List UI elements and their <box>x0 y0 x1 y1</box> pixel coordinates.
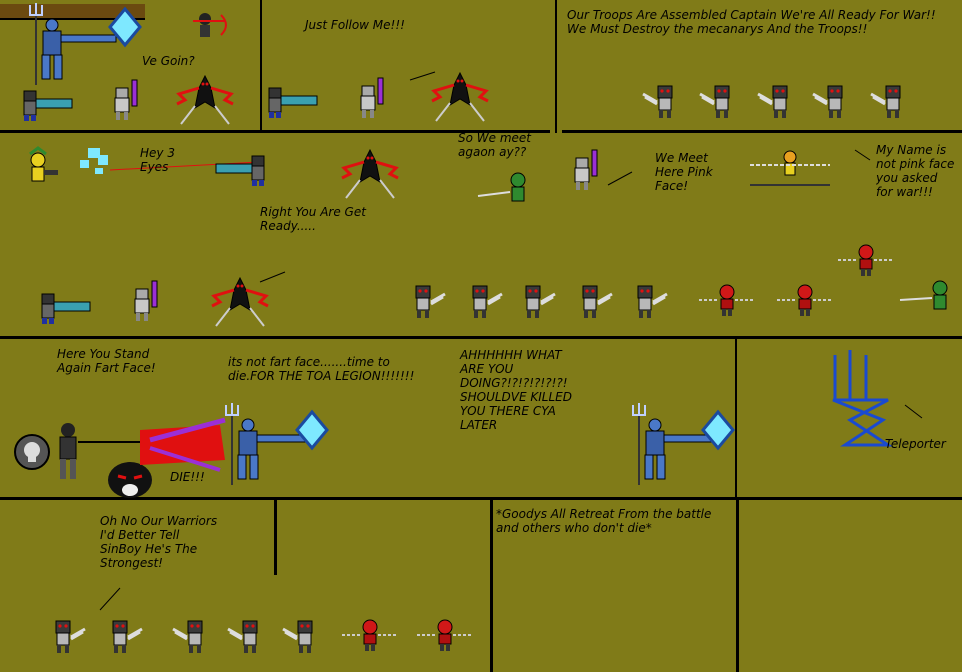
divider-row-1-right <box>562 130 962 133</box>
robot-figure <box>114 79 138 121</box>
teleporter-icon <box>832 350 923 447</box>
divider-vertical-2 <box>555 0 557 133</box>
divider-vertical-3 <box>735 339 737 497</box>
caption-ahhh: AHHHHHH WHAT ARE YOU DOING?!?!?!?!?!?! S… <box>460 348 573 432</box>
caption-right-you-are: Right You Are Get Ready..... <box>260 205 366 233</box>
troop-row-battle <box>414 284 669 320</box>
robot-figure-2 <box>360 77 384 119</box>
energy-orb-icon-3 <box>701 410 735 450</box>
caption-not-fart-face: its not fart face.......time to die.FOR … <box>228 355 415 383</box>
laser-blast <box>140 417 226 472</box>
divider-vertical-6 <box>736 500 739 672</box>
caption-teleporter: Teleporter <box>885 437 946 451</box>
divider-row-3 <box>0 497 962 500</box>
energy-orb-icon-2 <box>295 410 329 450</box>
green-swordsman-figure <box>477 172 526 202</box>
caption-just-follow: Just Follow Me!!! <box>305 18 405 32</box>
gunner-figure-2 <box>268 87 318 119</box>
dark-face-icon <box>108 462 152 498</box>
caption-goodys-retreat: *Goodys All Retreat From the battle and … <box>496 507 712 535</box>
caption-hey-3-eyes: Hey 3 Eyes <box>140 146 175 174</box>
caption-here-you-stand: Here You Stand Again Fart Face! <box>57 347 156 375</box>
archer-figure <box>193 13 227 37</box>
caption-we-going: Ve Goin? <box>142 54 195 68</box>
red-bot-figure <box>698 284 756 317</box>
toa-hero-figure <box>29 2 117 86</box>
energy-blast <box>80 148 261 174</box>
yellow-lancer-figure <box>750 150 830 186</box>
divider-vertical-5 <box>490 500 493 672</box>
caption-oh-no: Oh No Our Warriors I'd Better Tell SinBo… <box>100 514 218 570</box>
troop-row-top <box>641 84 902 120</box>
caption-die: DIE!!! <box>170 470 205 484</box>
retreat-row <box>54 619 474 655</box>
red-bot-figure-3 <box>837 244 895 277</box>
skull-shield-icon <box>14 434 50 470</box>
gunner-figure-3 <box>41 293 91 325</box>
divider-vertical-1 <box>260 0 262 130</box>
caption-my-name: My Name is not pink face you asked for w… <box>876 143 955 199</box>
gunner-figure <box>23 90 73 122</box>
dark-warrior-figure-3 <box>340 148 400 200</box>
robot-figure-3 <box>574 149 598 191</box>
toa-hero-figure-3 <box>632 402 720 486</box>
caption-so-we-meet: So We meet agaon ay?? <box>458 131 531 159</box>
green-swordsman-figure-2 <box>899 280 948 310</box>
divider-vertical-4 <box>274 500 277 575</box>
dark-warrior-figure-4 <box>210 276 270 328</box>
robot-figure-4 <box>134 280 158 322</box>
dark-warrior-figure-2 <box>430 71 490 123</box>
divider-row-1 <box>0 130 550 133</box>
yellow-gunner-figure <box>29 146 58 182</box>
gunner-facing-left <box>215 155 265 187</box>
caption-we-meet-pink: We Meet Here Pink Face! <box>655 151 713 193</box>
dark-warrior-figure <box>175 74 235 126</box>
toa-hero-figure-2 <box>225 402 313 486</box>
caption-troops-assembled: Our Troops Are Assembled Captain We're A… <box>567 8 936 36</box>
divider-row-2 <box>0 336 962 339</box>
red-bot-figure-2 <box>776 284 834 317</box>
